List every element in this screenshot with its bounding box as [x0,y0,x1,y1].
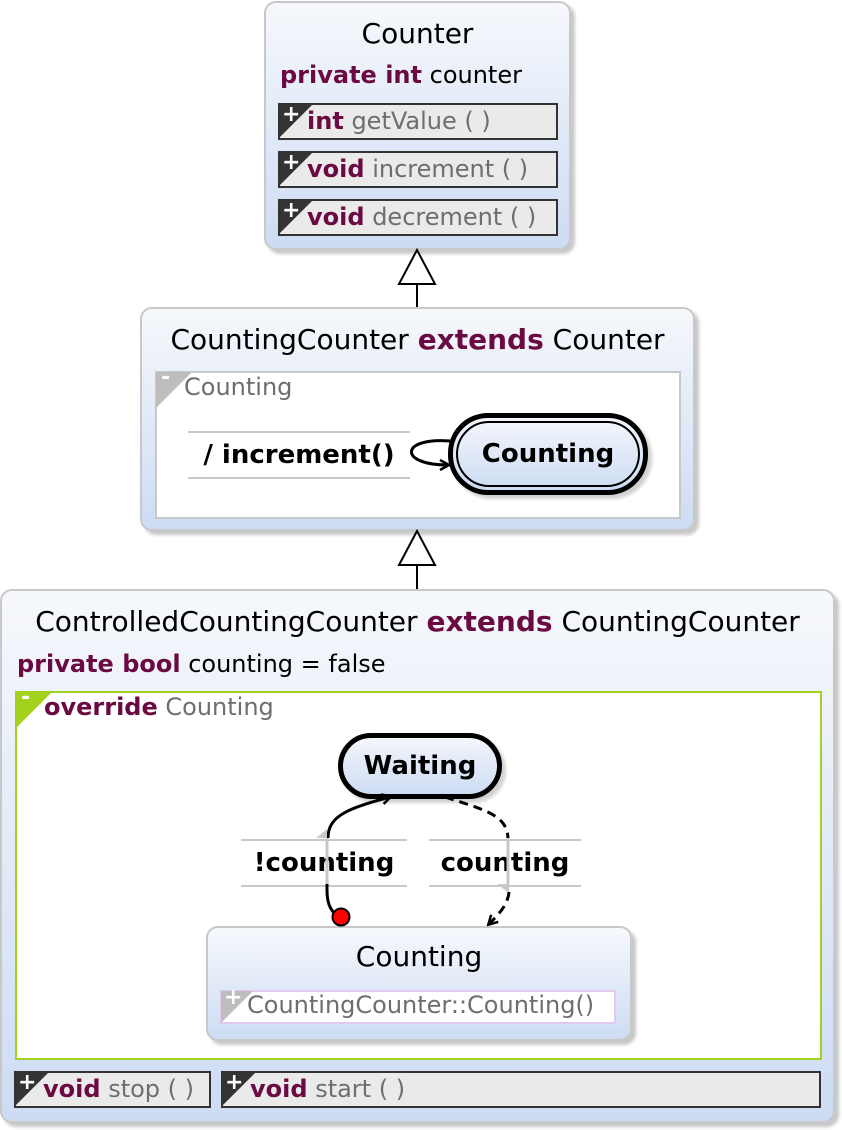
transition-not-counting-lower [325,883,337,916]
plus-icon: + [18,1071,37,1095]
composite-state-title: Counting [355,940,483,973]
attribute-modifiers: private bool [17,650,181,678]
transition-counting-lower [489,891,511,924]
label-anchor-marker [316,829,327,838]
plus-icon: + [282,103,301,127]
counter-class-title: Counter [361,17,474,50]
public-visibility-marker [223,1073,256,1106]
method-getvalue[interactable]: + int getValue ( ) [278,103,558,140]
state-reference[interactable]: + CountingCounter::Counting() [220,985,616,1024]
transition-label-increment[interactable]: / increment() [188,431,410,479]
controlled-attribute: private bool counting = false [17,650,386,678]
guard-not-counting[interactable]: !counting [241,839,407,887]
label-anchor-marker [497,884,509,893]
minus-icon: - [161,365,171,390]
public-visibility-marker [280,201,313,234]
minus-icon: - [21,685,31,710]
transition-not-counting [326,797,390,839]
public-visibility-marker [16,1073,49,1106]
region-name: override Counting [44,693,274,721]
private-visibility-marker [156,372,192,408]
attribute-modifiers: private int [280,61,422,89]
state-reference-label: CountingCounter::Counting() [247,991,595,1019]
plus-icon: + [224,985,243,1010]
state-waiting[interactable]: Waiting [338,733,502,799]
state-waiting-label: Waiting [363,751,477,781]
counter-class[interactable]: Counter private int counter + int getVal… [264,1,571,250]
controlled-counting-counter-class[interactable]: ControlledCountingCounter extends Counti… [0,589,835,1123]
self-transition-increment [410,439,450,465]
composite-state-counting[interactable]: Counting + CountingCounter::Counting() [206,926,632,1041]
counting-counter-class-title: CountingCounter extends Counter [170,323,665,356]
state-counting-inner-border: Counting [456,421,640,487]
attribute-name: counter [429,61,522,89]
generalization-arrowhead [397,247,437,285]
method-start[interactable]: + void start ( ) [221,1071,821,1108]
attribute-name: counting = false [188,650,386,678]
counter-attribute: private int counter [280,61,522,89]
method-stop[interactable]: + void stop ( ) [14,1071,211,1108]
method-decrement[interactable]: + void decrement ( ) [278,199,558,236]
controlled-counting-counter-class-title: ControlledCountingCounter extends Counti… [35,605,800,638]
region-name: Counting [184,373,293,401]
private-visibility-marker [16,692,52,728]
transition-counting [444,795,510,839]
plus-icon: + [282,199,301,223]
plus-icon: + [225,1071,244,1095]
method-increment[interactable]: + void increment ( ) [278,151,558,188]
guard-counting[interactable]: counting [429,839,581,887]
plus-icon: + [282,151,301,175]
public-visibility-marker [280,153,313,186]
initial-state-marker [331,907,351,927]
generalization-arrowhead [397,528,437,566]
state-counting[interactable]: Counting [448,413,648,495]
public-visibility-marker [221,991,253,1023]
state-counting-label: Counting [481,439,615,469]
public-visibility-marker [280,105,313,138]
override-counting-region[interactable]: - override Counting Waiting !counting co… [15,685,822,1060]
counting-counter-class[interactable]: CountingCounter extends Counter - Counti… [140,307,695,531]
